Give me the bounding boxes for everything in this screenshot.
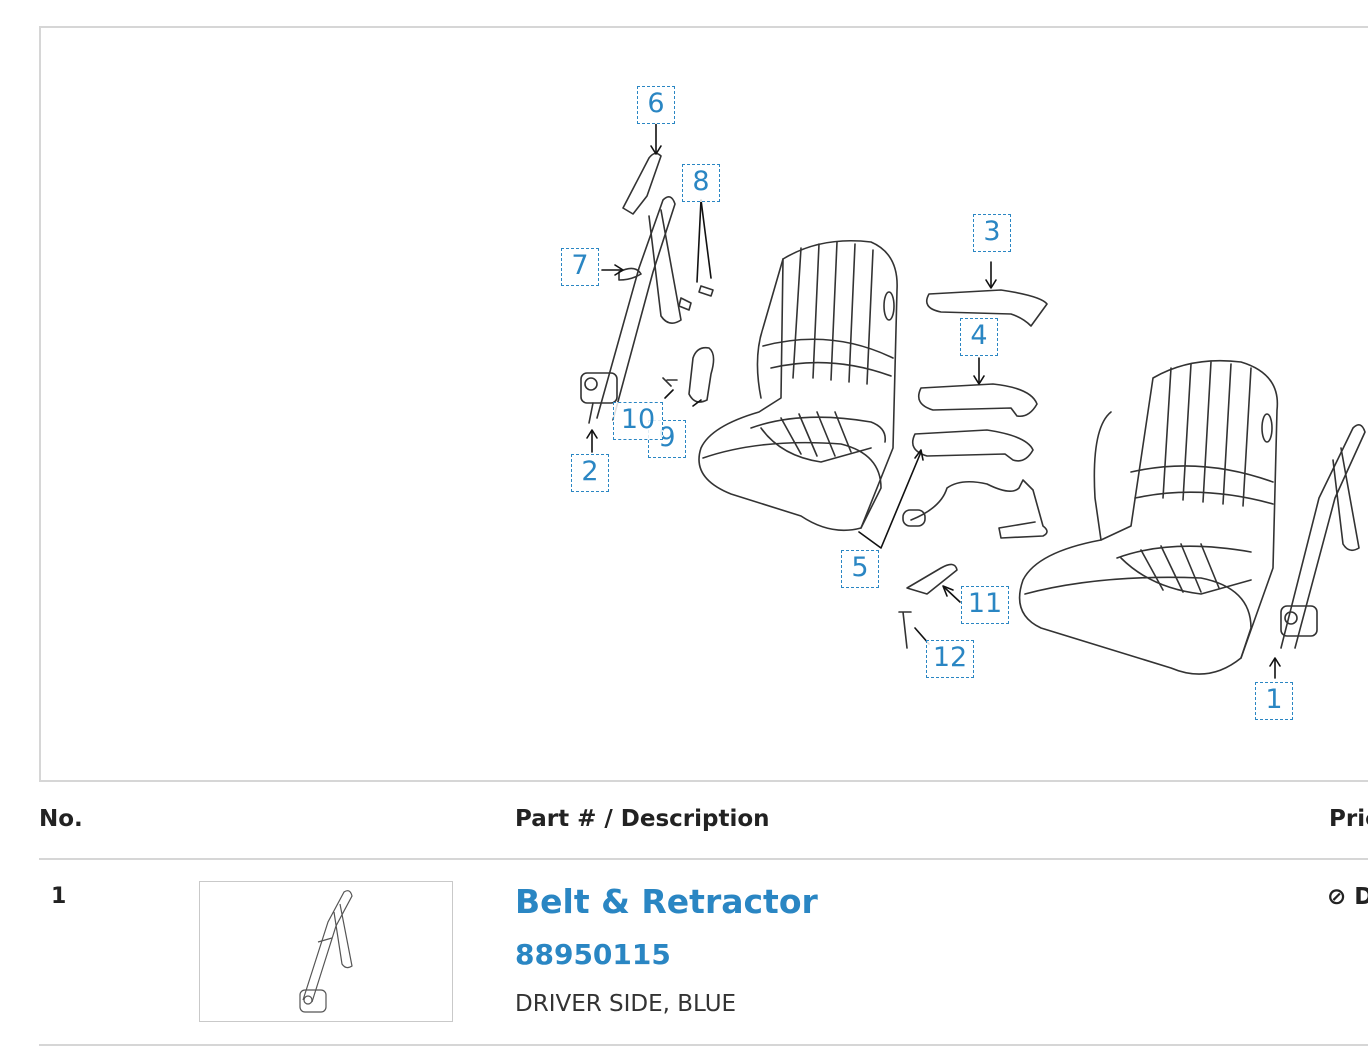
callout-12[interactable]: 12 <box>926 640 974 678</box>
table-header: No. Part # / Description Price <box>39 800 1368 860</box>
callout-4[interactable]: 4 <box>960 318 998 356</box>
callout-5[interactable]: 5 <box>841 550 879 588</box>
right-seat-drawing <box>1018 359 1279 675</box>
callout-7[interactable]: 7 <box>561 248 599 286</box>
row-number: 1 <box>51 884 67 909</box>
header-price: Price <box>1329 806 1368 832</box>
callout-6[interactable]: 6 <box>637 86 675 124</box>
leader-arrows <box>586 123 1281 679</box>
part-number-link[interactable]: 88950115 <box>515 938 671 971</box>
belt-thumbnail-image <box>299 890 353 1013</box>
callout-3[interactable]: 3 <box>973 214 1011 252</box>
left-seat-drawing <box>698 239 898 532</box>
part-thumbnail[interactable] <box>199 881 453 1022</box>
table-row: 1 Belt & Retractor 88950115 DRIVER SIDE,… <box>39 860 1368 1046</box>
callout-1[interactable]: 1 <box>1255 682 1293 720</box>
availability-text: D <box>1354 884 1368 910</box>
exploded-view-illustration <box>580 123 1366 679</box>
header-no: No. <box>39 806 83 832</box>
callout-11[interactable]: 11 <box>961 586 1009 624</box>
part-description: DRIVER SIDE, BLUE <box>515 991 737 1017</box>
part-name-link[interactable]: Belt & Retractor <box>515 882 818 921</box>
header-part-description: Part # / Description <box>515 806 770 832</box>
prohibited-icon: ⊘ <box>1327 884 1347 910</box>
left-belt-drawing <box>580 196 682 424</box>
callout-2[interactable]: 2 <box>571 454 609 492</box>
availability-status: ⊘ D <box>1327 884 1368 910</box>
guide-drawing <box>622 152 662 215</box>
callout-8[interactable]: 8 <box>682 164 720 202</box>
parts-diagram: 1 2 3 4 5 6 7 8 9 10 11 12 <box>39 26 1368 782</box>
callout-10[interactable]: 10 <box>613 402 663 440</box>
